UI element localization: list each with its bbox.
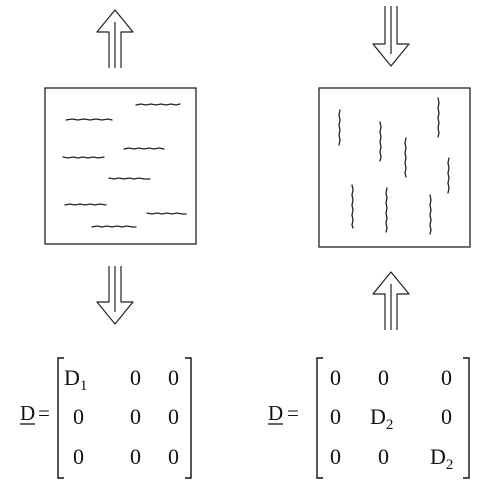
right-matrix-close-bracket bbox=[463, 357, 470, 479]
left-equation-symbol: D bbox=[20, 401, 35, 425]
right-specimen-box bbox=[318, 87, 471, 248]
right-m-r1c2: 0 bbox=[378, 365, 389, 390]
left-specimen-box bbox=[44, 87, 197, 245]
right-m-r3c3-sub: 2 bbox=[446, 457, 454, 473]
right-m-r3c1: 0 bbox=[330, 444, 341, 469]
horizontal-cracks bbox=[62, 103, 187, 228]
right-m-r1c1: 0 bbox=[330, 365, 341, 390]
right-m-r3c3-base: D bbox=[430, 444, 446, 469]
left-m-r1c1-sub: 1 bbox=[80, 378, 88, 394]
right-m-r3c2: 0 bbox=[378, 444, 389, 469]
left-matrix-open-bracket bbox=[57, 357, 64, 479]
left-equation: D = D1 0 0 0 0 0 0 0 0 bbox=[20, 357, 192, 479]
left-m-r2c3: 0 bbox=[168, 404, 179, 429]
right-equation-symbol: D bbox=[268, 401, 283, 425]
right-panel bbox=[318, 6, 471, 330]
right-matrix-open-bracket bbox=[316, 357, 323, 479]
right-m-r2c1: 0 bbox=[330, 404, 341, 429]
left-bottom-arrow-down-icon bbox=[96, 266, 134, 325]
right-m-r3c3: D2 bbox=[430, 444, 453, 473]
left-m-r2c1: 0 bbox=[73, 404, 84, 429]
left-m-r1c1-base: D bbox=[64, 365, 80, 390]
right-m-r2c2: D2 bbox=[370, 404, 393, 433]
left-m-r3c3: 0 bbox=[168, 444, 179, 469]
right-m-r1c3: 0 bbox=[441, 365, 452, 390]
left-m-r1c3: 0 bbox=[168, 365, 179, 390]
left-m-r1c1: D1 bbox=[64, 365, 87, 394]
right-m-r2c2-sub: 2 bbox=[386, 417, 394, 433]
left-panel bbox=[44, 9, 197, 325]
right-bottom-arrow-up-icon bbox=[372, 271, 410, 330]
right-m-r2c2-base: D bbox=[370, 404, 386, 429]
left-m-r3c1: 0 bbox=[73, 444, 84, 469]
right-matrix: 0 0 0 0 D2 0 0 0 D2 bbox=[316, 357, 470, 479]
left-m-r2c2: 0 bbox=[130, 404, 141, 429]
right-top-arrow-down-icon bbox=[372, 6, 410, 67]
left-matrix-close-bracket bbox=[185, 357, 192, 479]
right-equation: D = 0 0 0 0 D2 0 0 0 D2 bbox=[268, 357, 470, 479]
left-m-r1c2: 0 bbox=[130, 365, 141, 390]
right-m-r2c3: 0 bbox=[441, 404, 452, 429]
left-equals-sign: = bbox=[38, 401, 50, 425]
vertical-cracks bbox=[338, 97, 450, 235]
left-top-arrow-up-icon bbox=[96, 9, 134, 68]
left-m-r3c2: 0 bbox=[130, 444, 141, 469]
right-equals-sign: = bbox=[287, 401, 299, 425]
left-matrix: D1 0 0 0 0 0 0 0 0 bbox=[57, 357, 192, 479]
